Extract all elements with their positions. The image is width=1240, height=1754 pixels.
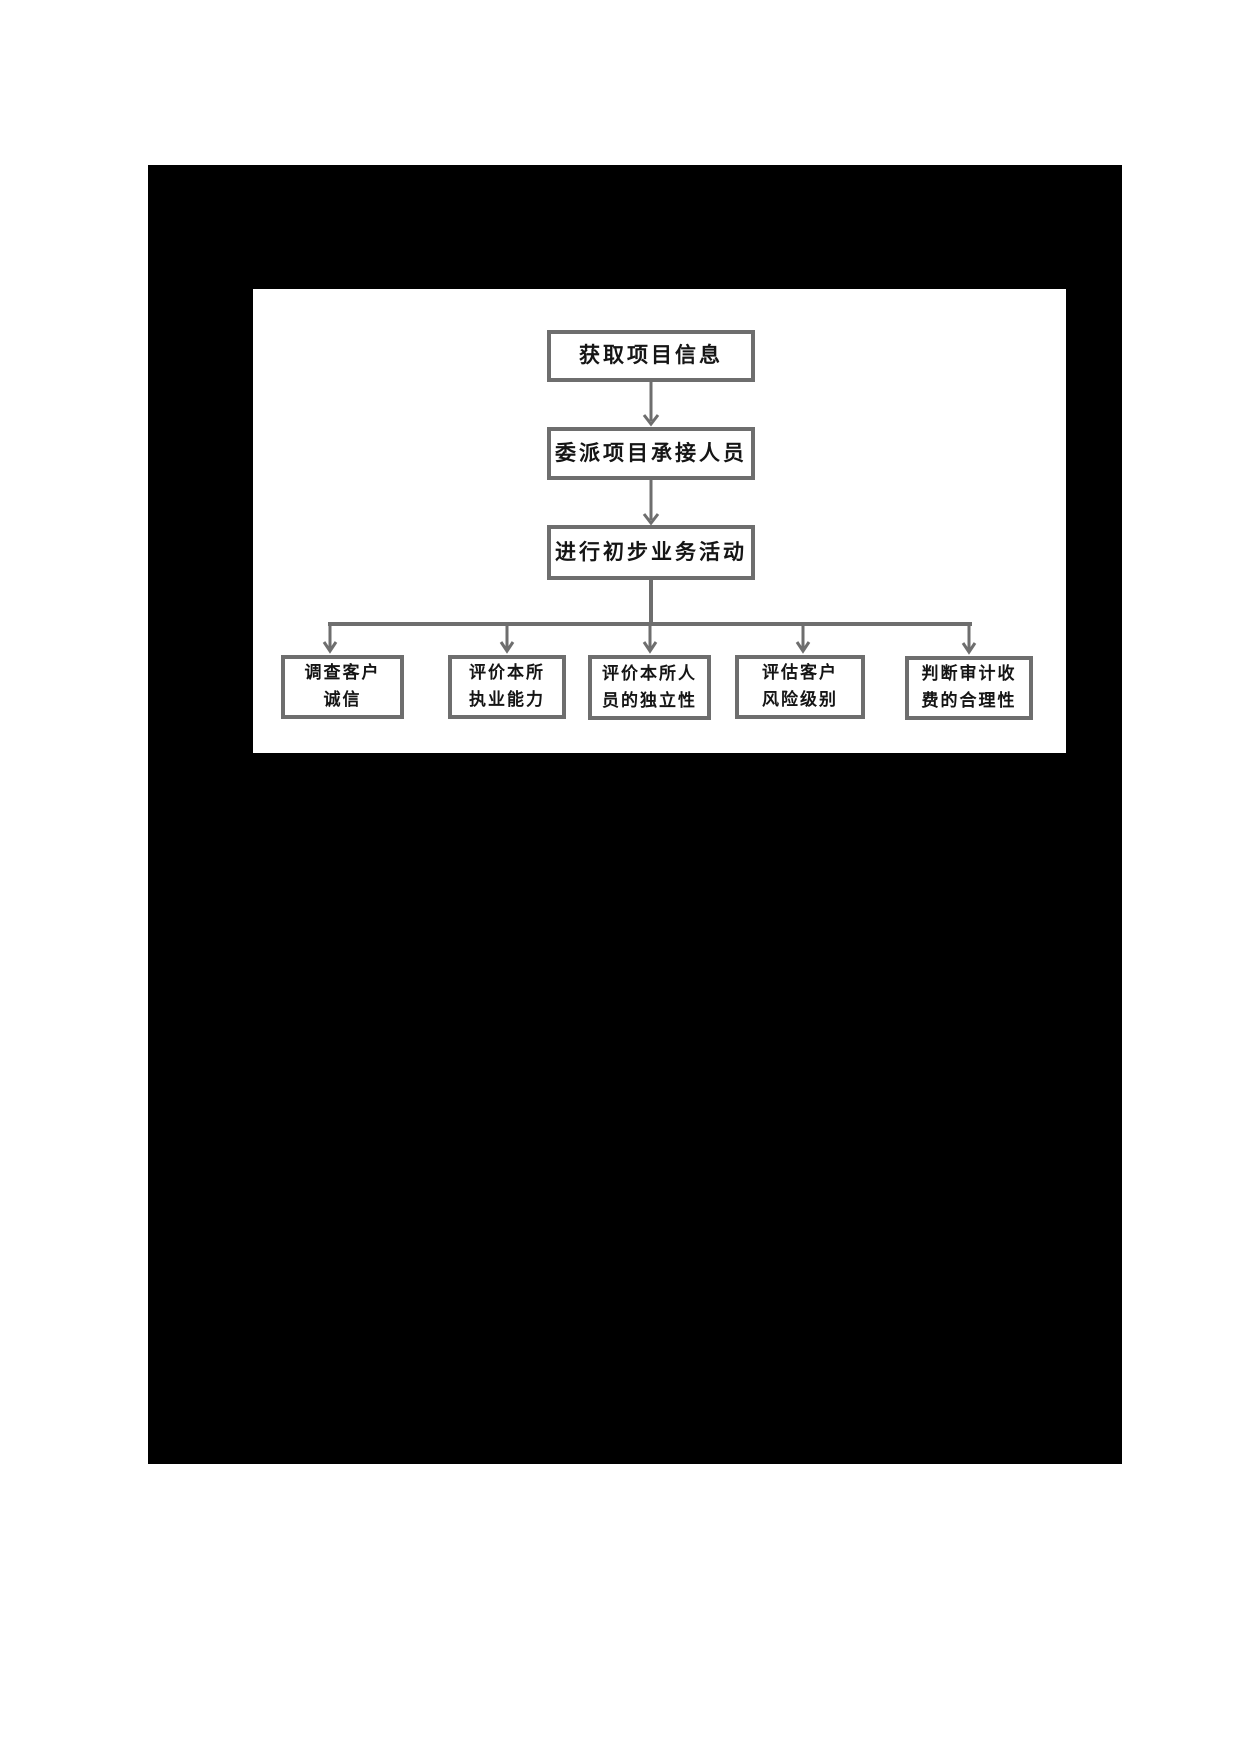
- node-label-line1: 评估客户: [762, 663, 838, 683]
- node-get-project-info: 获取项目信息: [547, 330, 755, 382]
- flowchart-connectors: [322, 382, 977, 655]
- node-label-line1: 调查客户: [304, 663, 381, 683]
- node-evaluate-independence: 评价本所人 员的独立性: [588, 655, 711, 720]
- node-label-line2: 风险级别: [762, 690, 838, 710]
- node-assess-client-risk: 评估客户 风险级别: [735, 655, 865, 719]
- drop-arrow-audit-fee: [961, 624, 977, 655]
- node-label-line2: 执业能力: [469, 690, 545, 710]
- drop-arrow-firm-competence: [499, 624, 515, 654]
- node-label: 委派项目承接人员: [555, 440, 747, 465]
- flowchart-panel: 获取项目信息 委派项目承接人员 进行初步业务活动 调查客户 诚信 评价本所 执业…: [253, 289, 1066, 753]
- node-judge-audit-fee: 判断审计收 费的合理性: [905, 656, 1033, 720]
- node-preliminary-activities: 进行初步业务活动: [547, 525, 755, 580]
- node-label: 获取项目信息: [579, 343, 723, 368]
- node-assign-personnel: 委派项目承接人员: [547, 427, 755, 480]
- node-label-line1: 评价本所: [469, 663, 545, 683]
- node-label-line1: 判断审计收: [921, 664, 1017, 684]
- drop-arrow-client-risk: [795, 624, 811, 654]
- node-label-line1: 评价本所人: [602, 663, 697, 684]
- drop-arrow-investigate-client: [322, 624, 338, 654]
- node-investigate-client-integrity: 调查客户 诚信: [281, 655, 404, 719]
- node-label: 进行初步业务活动: [555, 539, 747, 564]
- node-label-line2: 费的合理性: [921, 691, 1017, 711]
- node-label-line2: 员的独立性: [602, 690, 697, 711]
- node-evaluate-firm-competence: 评价本所 执业能力: [448, 655, 566, 719]
- arrow-node1-to-node2: [642, 382, 660, 427]
- node-label-line2: 诚信: [323, 690, 362, 710]
- drop-arrow-independence: [642, 624, 658, 654]
- document-page: 获取项目信息 委派项目承接人员 进行初步业务活动 调查客户 诚信 评价本所 执业…: [148, 165, 1122, 1464]
- arrow-node2-to-node3: [642, 480, 660, 526]
